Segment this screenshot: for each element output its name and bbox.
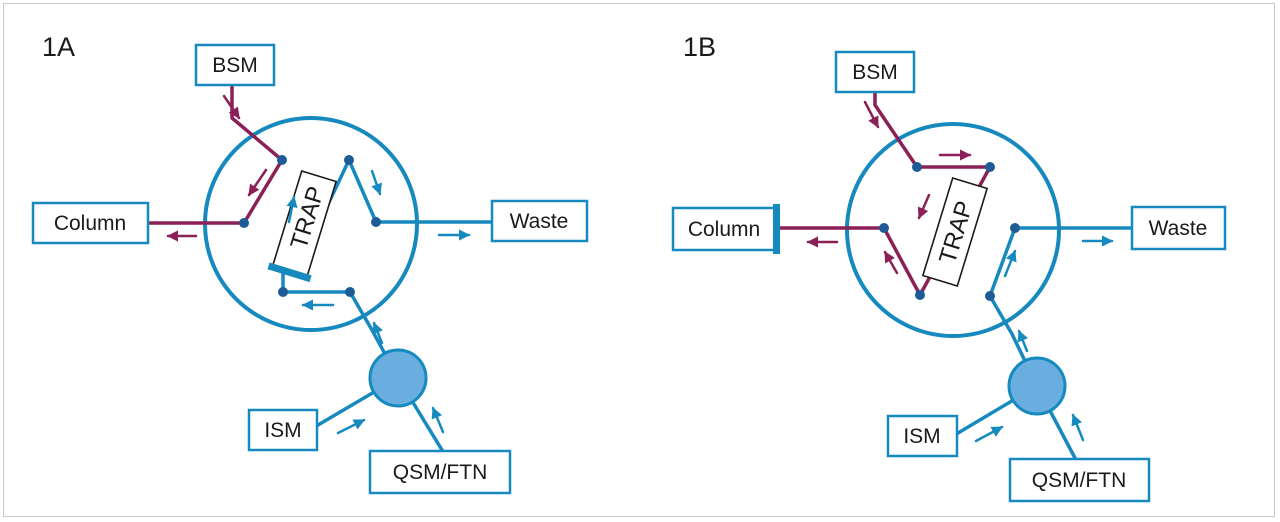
port-dot-1a <box>345 287 355 297</box>
panel-1b-label: 1B <box>683 32 716 62</box>
svg-text:QSM/FTN: QSM/FTN <box>393 461 488 484</box>
waste-box-1a: Waste <box>490 199 589 243</box>
ism-box-1a: ISM <box>247 408 319 452</box>
flow-arrow-1a <box>286 195 298 224</box>
svg-text:ISM: ISM <box>903 425 940 448</box>
svg-text:Waste: Waste <box>510 210 569 233</box>
svg-text:Column: Column <box>54 212 126 235</box>
flow-arrow-1a <box>372 321 384 345</box>
column-connector-1b <box>773 204 780 254</box>
port-dot-1b <box>985 291 995 301</box>
waste-line-1a <box>347 158 494 224</box>
bsm-box-1b: BSM <box>834 50 916 94</box>
flow-arrow-1b <box>1003 249 1017 278</box>
figure-frame <box>3 3 1275 517</box>
column-box-1a: Column <box>31 201 150 245</box>
svg-text:ISM: ISM <box>264 419 301 442</box>
ism-box-1b: ISM <box>886 414 959 458</box>
panel-1a: 1A TRAP BSM Column <box>31 32 589 495</box>
column-box-1b: Column <box>671 204 780 254</box>
panel-1a-label: 1A <box>42 32 75 62</box>
svg-text:Column: Column <box>688 218 760 241</box>
pump-1b <box>1007 356 1067 416</box>
qsm-ftn-box-1a: QSM/FTN <box>368 449 512 495</box>
svg-text:QSM/FTN: QSM/FTN <box>1032 469 1127 492</box>
flow-arrow-1a <box>370 169 382 196</box>
port-dot-1a <box>277 155 287 165</box>
flow-arrow-1a <box>247 168 268 197</box>
trap-cartridge-1a: TRAP <box>267 169 338 283</box>
flow-arrow-1b <box>917 193 931 220</box>
port-dot-1b <box>912 162 922 172</box>
flow-arrow-1b <box>974 425 1004 443</box>
port-dot-1a <box>239 218 249 228</box>
pump-1a <box>368 348 428 408</box>
port-dot-1a <box>371 217 381 227</box>
flow-arrow-1a <box>431 406 445 434</box>
qsm-ftn-box-1b: QSM/FTN <box>1008 457 1151 503</box>
flow-arrow-1b <box>1071 413 1085 442</box>
port-dot-1a <box>344 155 354 165</box>
bsm-to-column-line-1a <box>146 83 284 225</box>
port-dot-1b <box>1010 223 1020 233</box>
waste-box-1b: Waste <box>1130 205 1227 251</box>
port-dot-1b <box>879 223 889 233</box>
flow-arrow-1b <box>883 250 899 275</box>
port-dot-1a <box>278 287 288 297</box>
port-dot-1b <box>915 290 925 300</box>
flow-arrow-1a <box>336 418 366 435</box>
panel-1b: 1B TRAP BSM Column <box>671 32 1227 503</box>
svg-text:BSM: BSM <box>852 61 898 84</box>
svg-text:Waste: Waste <box>1149 217 1208 240</box>
flow-arrow-1b <box>863 100 880 129</box>
trap-cartridge-1b: TRAP <box>921 176 989 288</box>
svg-text:BSM: BSM <box>212 54 258 77</box>
port-dot-1b <box>985 162 995 172</box>
valve-1b <box>845 122 1061 338</box>
flow-arrow-1a <box>222 94 241 120</box>
bsm-box-1a: BSM <box>194 43 276 87</box>
flow-arrow-1b <box>1017 329 1029 353</box>
